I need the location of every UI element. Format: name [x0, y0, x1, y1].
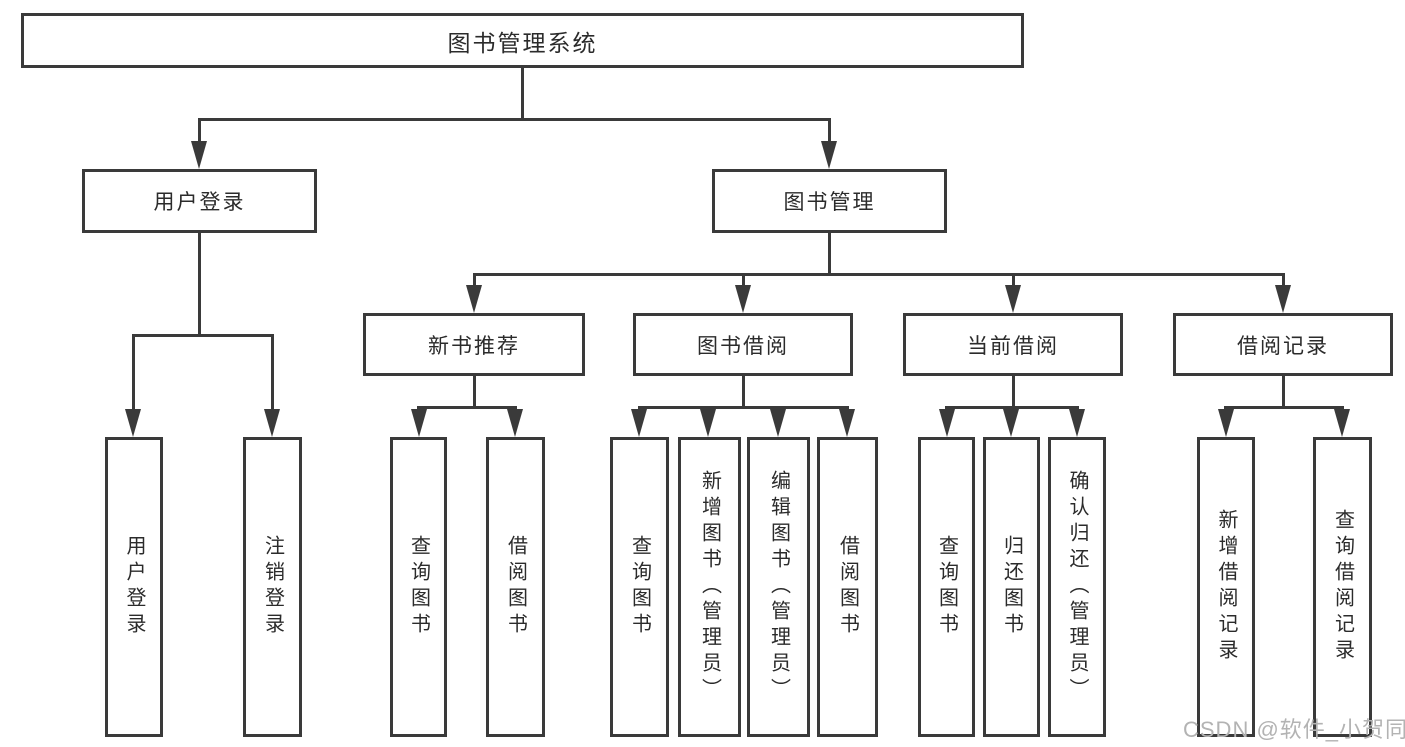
node-label: 注销登录 [261, 535, 284, 639]
connector-vline [198, 118, 201, 146]
arrow-down-icon [466, 285, 482, 313]
leaf-user-login: 用户登录 [105, 437, 163, 737]
arrow-down-icon [507, 409, 523, 437]
arrow-down-icon [821, 141, 837, 169]
node-user-login: 用户登录 [82, 169, 317, 233]
node-current-borrow: 当前借阅 [903, 313, 1123, 376]
connector-vline [1282, 376, 1285, 409]
connector-hline [198, 118, 831, 121]
node-book-management: 图书管理 [712, 169, 947, 233]
node-label: 查询图书 [407, 535, 430, 639]
connector-vline [1012, 376, 1015, 409]
leaf-add-book-admin: 新增图书（管理员） [678, 437, 741, 737]
node-book-borrow: 图书借阅 [633, 313, 853, 376]
arrow-down-icon [1275, 285, 1291, 313]
connector-vline [198, 233, 201, 337]
connector-hline [945, 406, 1079, 409]
connector-vline [271, 334, 274, 412]
node-label: 新增借阅记录 [1215, 509, 1237, 665]
connector-vline [473, 273, 476, 293]
arrow-down-icon [839, 409, 855, 437]
connector-vline [742, 376, 745, 409]
leaf-query-books-borrow: 查询图书 [610, 437, 669, 737]
arrow-down-icon [1005, 285, 1021, 313]
arrow-down-icon [191, 141, 207, 169]
connector-hline [473, 273, 1285, 276]
arrow-down-icon [1218, 409, 1234, 437]
node-label: 查询借阅记录 [1331, 509, 1354, 665]
arrow-down-icon [264, 409, 280, 437]
arrow-down-icon [1069, 409, 1085, 437]
leaf-query-books-recommend: 查询图书 [390, 437, 447, 737]
node-label: 新增图书（管理员） [698, 470, 721, 704]
node-root: 图书管理系统 [21, 13, 1024, 68]
connector-vline [521, 68, 524, 121]
leaf-borrow-books: 借阅图书 [817, 437, 878, 737]
leaf-confirm-return-admin: 确认归还（管理员） [1048, 437, 1106, 737]
arrow-down-icon [631, 409, 647, 437]
arrow-down-icon [411, 409, 427, 437]
node-borrow-records: 借阅记录 [1173, 313, 1393, 376]
arrow-down-icon [939, 409, 955, 437]
arrow-down-icon [770, 409, 786, 437]
node-label: 图书管理系统 [447, 29, 598, 56]
node-label: 编辑图书（管理员） [767, 470, 790, 704]
node-label: 归还图书 [1000, 535, 1023, 639]
node-label: 借阅图书 [836, 535, 859, 639]
arrow-down-icon [1334, 409, 1350, 437]
node-label: 借阅记录 [1237, 334, 1329, 358]
leaf-query-books-current: 查询图书 [918, 437, 975, 737]
connector-hline [638, 406, 849, 409]
connector-vline [828, 233, 831, 276]
arrow-down-icon [735, 285, 751, 313]
leaf-return-book: 归还图书 [983, 437, 1040, 737]
connector-vline [1282, 273, 1285, 293]
node-new-book-recommend: 新书推荐 [363, 313, 585, 376]
leaf-add-borrow-record: 新增借阅记录 [1197, 437, 1255, 737]
connector-vline [828, 118, 831, 146]
node-label: 新书推荐 [428, 334, 520, 358]
connector-hline [417, 406, 517, 409]
leaf-logout: 注销登录 [243, 437, 302, 737]
arrow-down-icon [125, 409, 141, 437]
node-label: 用户登录 [153, 191, 246, 214]
node-label: 查询图书 [935, 535, 958, 639]
watermark: CSDN @软件_小贺同学 [1183, 717, 1405, 742]
node-label: 图书管理 [783, 191, 876, 214]
node-label: 确认归还（管理员） [1066, 470, 1088, 704]
connector-vline [132, 334, 135, 412]
connector-hline [1224, 406, 1344, 409]
leaf-borrow-books-recommend: 借阅图书 [486, 437, 545, 737]
connector-hline [132, 334, 274, 337]
node-label: 借阅图书 [504, 535, 527, 639]
connector-vline [742, 273, 745, 293]
leaf-query-borrow-record: 查询借阅记录 [1313, 437, 1372, 737]
arrow-down-icon [700, 409, 716, 437]
node-label: 图书借阅 [697, 334, 789, 358]
node-label: 用户登录 [123, 535, 145, 639]
node-label: 查询图书 [628, 535, 651, 639]
connector-vline [473, 376, 476, 409]
arrow-down-icon [1003, 409, 1019, 437]
connector-vline [1012, 273, 1015, 293]
leaf-edit-book-admin: 编辑图书（管理员） [747, 437, 810, 737]
node-label: 当前借阅 [967, 334, 1059, 358]
